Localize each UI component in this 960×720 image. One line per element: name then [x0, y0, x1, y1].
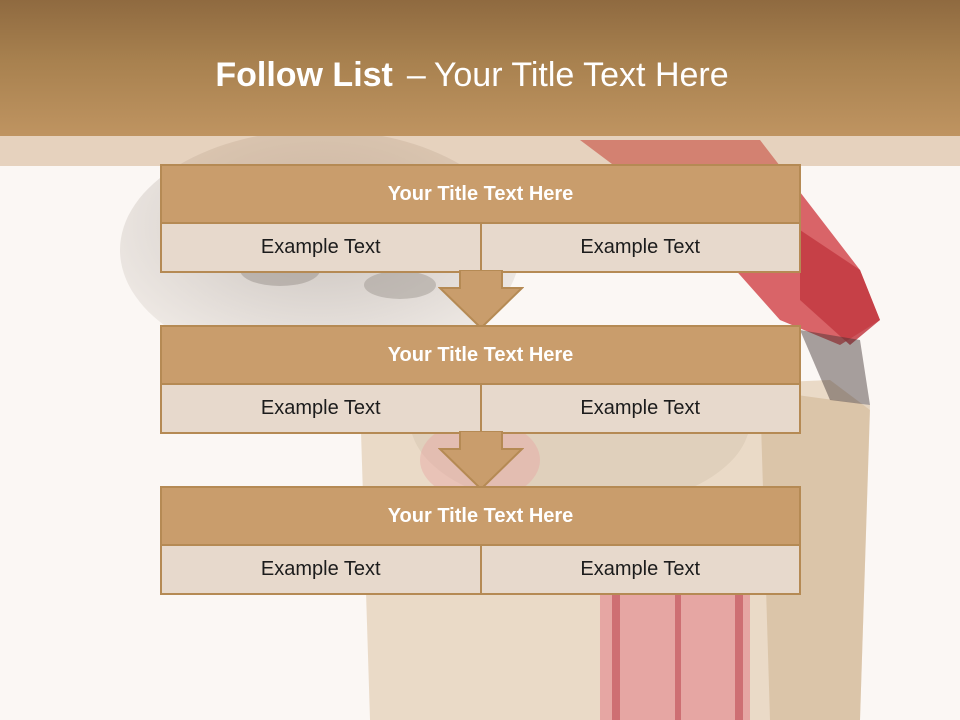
- flow-block-1: Your Title Text Here Example Text Exampl…: [160, 164, 801, 273]
- down-arrow-icon: [438, 270, 524, 330]
- slide-title-bold: Follow List: [215, 56, 393, 94]
- flow-block-cell-right: Example Text: [479, 385, 799, 432]
- flow-block-cell-right: Example Text: [479, 546, 799, 593]
- flow-block-cell-left: Example Text: [162, 385, 480, 432]
- slide-title: Follow List–Your Title Text Here: [0, 52, 944, 98]
- slide-title-separator: –: [406, 56, 426, 94]
- down-arrow-icon: [438, 431, 524, 491]
- header-strip: [0, 136, 960, 166]
- slide-title-rest: Your Title Text Here: [433, 56, 729, 94]
- flow-block-cell-left: Example Text: [162, 546, 480, 593]
- flow-block-row: Example Text Example Text: [162, 383, 799, 432]
- flow-block-title: Your Title Text Here: [162, 488, 799, 544]
- flow-block-cell-right: Example Text: [479, 224, 799, 271]
- flow-block-title: Your Title Text Here: [162, 166, 799, 222]
- flow-block-cell-left: Example Text: [162, 224, 480, 271]
- flow-block-title: Your Title Text Here: [162, 327, 799, 383]
- flow-block-row: Example Text Example Text: [162, 544, 799, 593]
- flow-block-row: Example Text Example Text: [162, 222, 799, 271]
- flow-block-3: Your Title Text Here Example Text Exampl…: [160, 486, 801, 595]
- header-band: [0, 0, 960, 136]
- flow-block-2: Your Title Text Here Example Text Exampl…: [160, 325, 801, 434]
